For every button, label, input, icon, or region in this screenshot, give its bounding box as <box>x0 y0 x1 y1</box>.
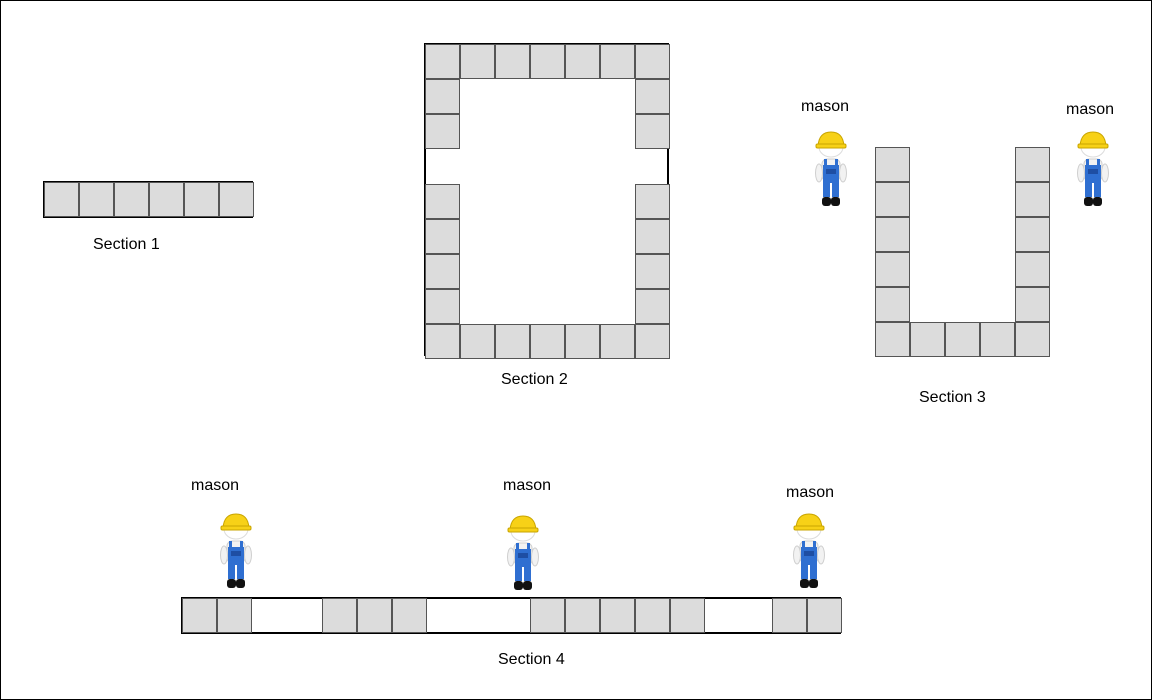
brick <box>600 598 635 633</box>
brick <box>182 598 217 633</box>
mason-figure-section-3-left <box>811 129 851 209</box>
brick <box>910 322 945 357</box>
brick <box>600 44 635 79</box>
section-4-label: Section 4 <box>498 651 565 669</box>
mason-label-section-4-right: mason <box>786 484 834 502</box>
brick <box>460 324 495 359</box>
brick <box>1015 252 1050 287</box>
brick <box>875 182 910 217</box>
brick <box>217 598 252 633</box>
section-4-wall <box>181 597 841 634</box>
construction-worker-icon <box>1073 129 1113 209</box>
mason-label-section-4-middle: mason <box>503 477 551 495</box>
brick <box>425 219 460 254</box>
brick <box>635 289 670 324</box>
brick <box>460 44 495 79</box>
brick <box>44 182 79 217</box>
construction-worker-icon <box>811 129 851 209</box>
mason-label-section-3-left: mason <box>801 98 849 116</box>
section-2-label: Section 2 <box>501 371 568 389</box>
brick <box>1015 217 1050 252</box>
brick <box>635 324 670 359</box>
section-2-wall <box>424 43 669 356</box>
brick <box>322 598 357 633</box>
section-3-wall <box>875 147 1050 357</box>
brick <box>565 44 600 79</box>
brick <box>565 324 600 359</box>
mason-figure-section-4-right <box>789 511 829 591</box>
brick <box>530 44 565 79</box>
brick <box>635 254 670 289</box>
construction-worker-icon <box>503 513 543 593</box>
brick <box>495 324 530 359</box>
brick <box>875 287 910 322</box>
brick <box>149 182 184 217</box>
brick <box>1015 322 1050 357</box>
brick <box>114 182 149 217</box>
brick <box>635 184 670 219</box>
section-3-label: Section 3 <box>919 389 986 407</box>
brick <box>392 598 427 633</box>
brick <box>425 44 460 79</box>
brick <box>219 182 254 217</box>
brick <box>1015 287 1050 322</box>
brick <box>635 114 670 149</box>
brick <box>875 322 910 357</box>
brick <box>635 598 670 633</box>
mason-figure-section-3-right <box>1073 129 1113 209</box>
mason-label-section-3-right: mason <box>1066 101 1114 119</box>
brick <box>807 598 842 633</box>
brick <box>495 44 530 79</box>
brick <box>425 114 460 149</box>
brick <box>945 322 980 357</box>
brick <box>425 79 460 114</box>
brick <box>184 182 219 217</box>
brick <box>1015 147 1050 182</box>
brick <box>357 598 392 633</box>
brick <box>635 79 670 114</box>
brick <box>875 252 910 287</box>
construction-worker-icon <box>216 511 256 591</box>
section-1-wall <box>43 181 253 218</box>
brick <box>565 598 600 633</box>
brick <box>635 44 670 79</box>
brick <box>635 219 670 254</box>
brick <box>670 598 705 633</box>
brick <box>875 217 910 252</box>
brick <box>425 184 460 219</box>
brick <box>600 324 635 359</box>
brick <box>425 324 460 359</box>
brick <box>1015 182 1050 217</box>
brick <box>425 254 460 289</box>
brick <box>875 147 910 182</box>
construction-worker-icon <box>789 511 829 591</box>
brick <box>79 182 114 217</box>
brick <box>772 598 807 633</box>
mason-label-section-4-left: mason <box>191 477 239 495</box>
brick <box>530 324 565 359</box>
section-1-label: Section 1 <box>93 236 160 254</box>
brick <box>530 598 565 633</box>
brick <box>980 322 1015 357</box>
mason-figure-section-4-left <box>216 511 256 591</box>
brick <box>425 289 460 324</box>
mason-figure-section-4-middle <box>503 513 543 593</box>
